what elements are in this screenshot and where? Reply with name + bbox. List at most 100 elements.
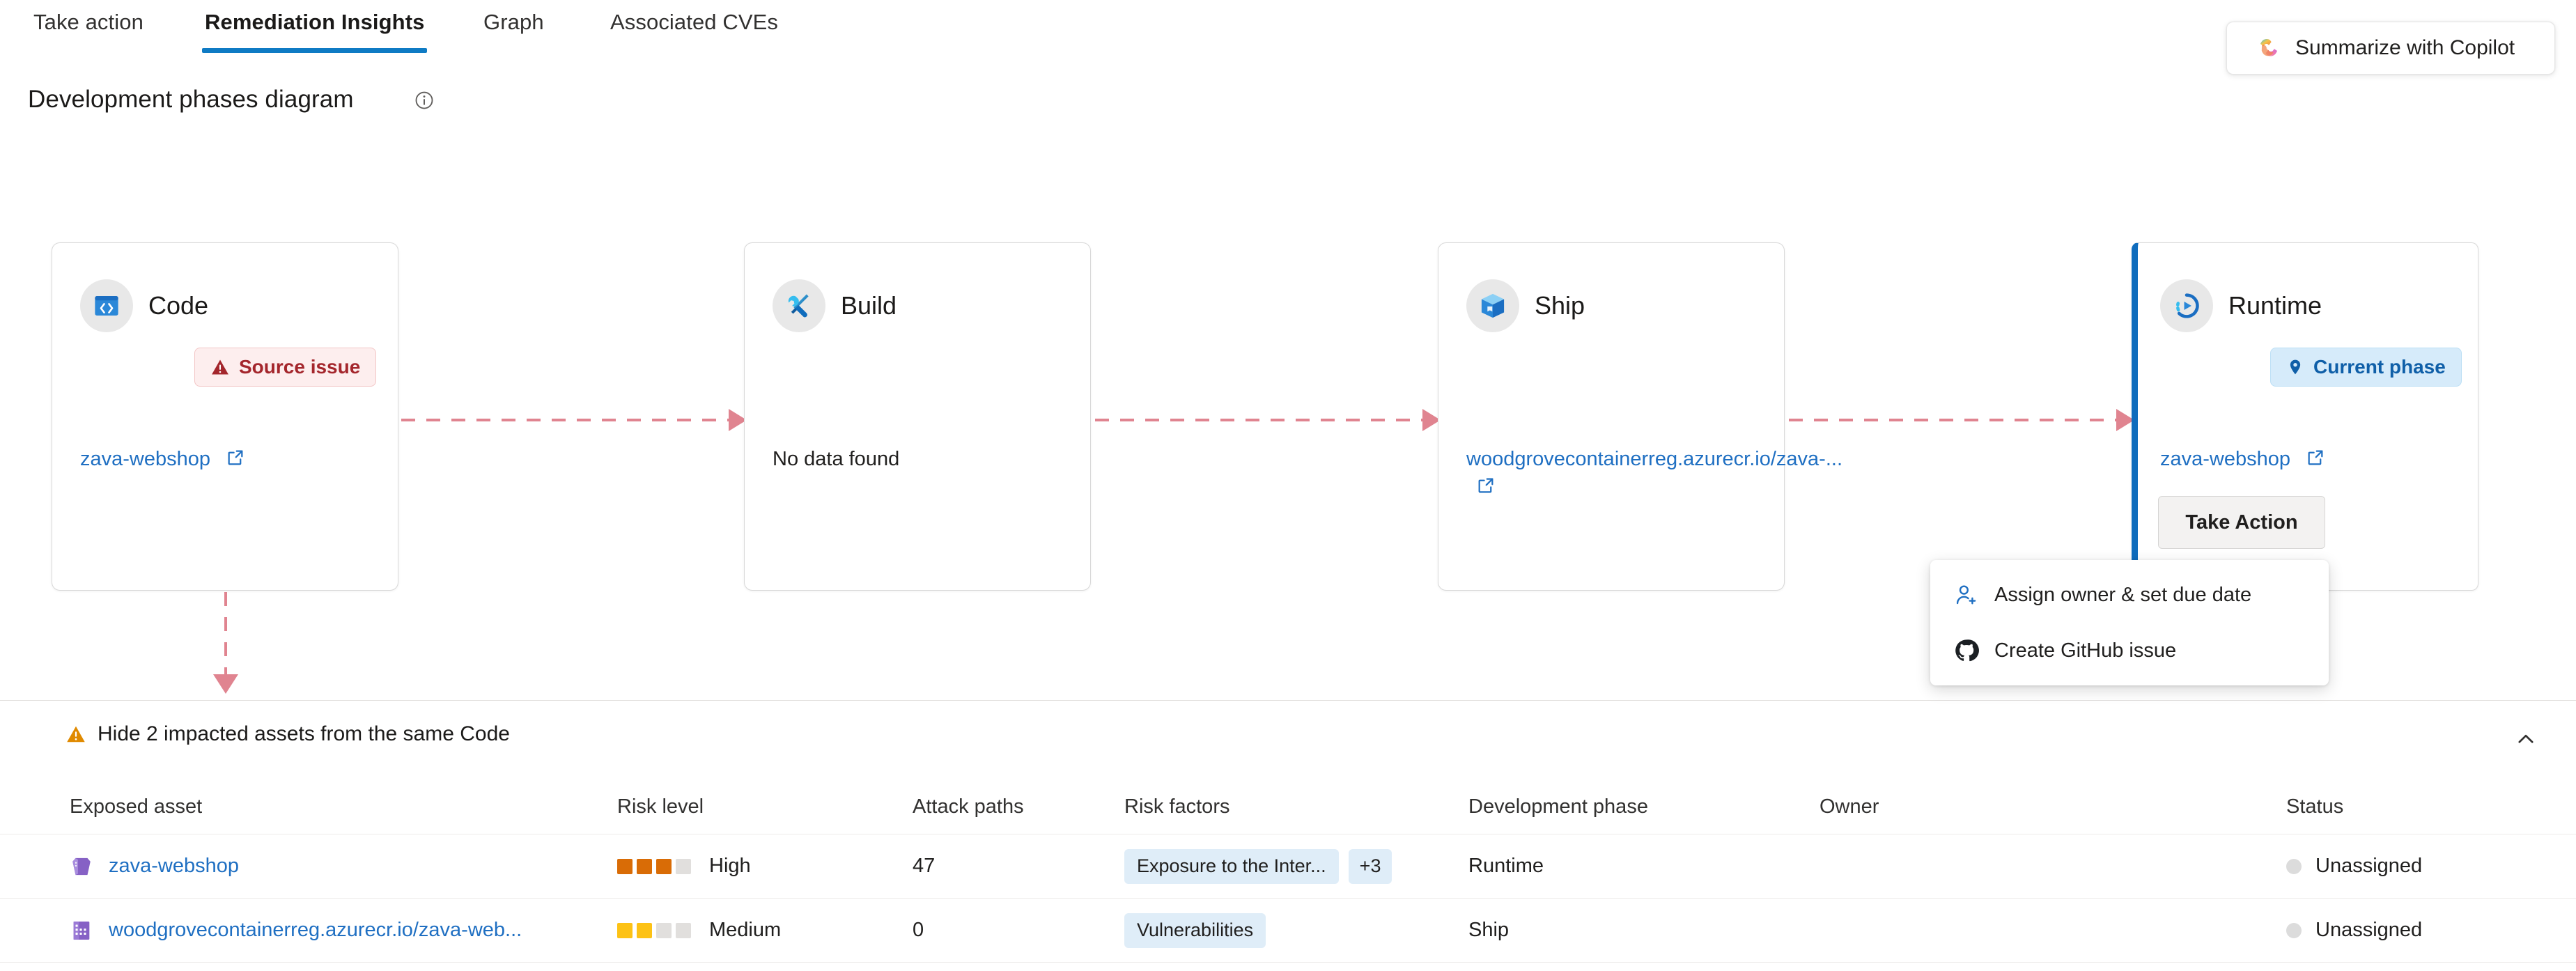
resource-name: woodgrovecontainerreg.azurecr.io/zava-..… [1466, 448, 1843, 470]
cell-owner [1820, 899, 2147, 962]
info-icon[interactable] [414, 90, 435, 114]
connector-arrow-icon [729, 409, 747, 431]
badge-label: Current phase [2313, 356, 2446, 378]
phase-resource-link-code[interactable]: zava-webshop [80, 445, 373, 475]
tools-icon [773, 279, 825, 332]
phase-resource-link-ship[interactable]: woodgrovecontainerreg.azurecr.io/zava-..… [1466, 445, 1842, 503]
resource-name: zava-webshop [80, 448, 210, 470]
connector-code-to-assets [224, 592, 227, 683]
container-registry-icon [70, 919, 93, 942]
development-phases-diagram: Code Source issue zava-webshop [0, 237, 2576, 606]
column-header-exposed-asset[interactable]: Exposed asset [70, 795, 203, 818]
tab-label: Take action [33, 10, 143, 34]
take-action-button[interactable]: Take Action [2158, 496, 2325, 549]
table-header-row: Exposed asset Risk level Attack paths Ri… [0, 780, 2576, 834]
phase-name: Code [148, 291, 209, 320]
cell-owner [1820, 834, 2147, 898]
column-header-risk-factors[interactable]: Risk factors [1124, 795, 1230, 818]
warning-triangle-icon [65, 724, 86, 745]
tab-graph[interactable]: Graph [481, 10, 547, 57]
page-title: Development phases diagram [28, 86, 354, 113]
connector-arrow-icon [1422, 409, 1441, 431]
risk-factor-chip[interactable]: Exposure to the Inter... [1124, 848, 1339, 884]
section-divider [0, 700, 2576, 701]
risk-level-bars [617, 922, 691, 938]
status-dot-icon [2286, 858, 2302, 874]
status-label: Unassigned [2315, 855, 2423, 877]
cell-risk-level: Medium [617, 899, 910, 962]
menu-item-create-github-issue[interactable]: Create GitHub issue [1930, 623, 2329, 678]
phase-header: Code [80, 279, 208, 332]
phase-name: Build [841, 291, 897, 320]
status-dot-icon [2286, 922, 2302, 938]
column-header-risk-level[interactable]: Risk level [617, 795, 704, 818]
copilot-button-label: Summarize with Copilot [2295, 36, 2515, 59]
external-link-icon [2306, 447, 2325, 475]
cell-status: Unassigned [2286, 899, 2551, 962]
column-header-attack-paths[interactable]: Attack paths [913, 795, 1024, 818]
risk-level-bars [617, 858, 691, 874]
summarize-with-copilot-button[interactable]: Summarize with Copilot [2226, 22, 2555, 75]
github-icon [1954, 638, 1979, 663]
cell-development-phase: Runtime [1468, 855, 1544, 877]
exposed-assets-table: Exposed asset Risk level Attack paths Ri… [0, 780, 2576, 963]
column-header-development-phase[interactable]: Development phase [1468, 795, 1648, 818]
external-link-icon [1476, 475, 1496, 503]
toggle-impacted-assets[interactable]: Hide 2 impacted assets from the same Cod… [65, 722, 510, 746]
phase-card-build[interactable]: Build No data found [744, 242, 1091, 591]
code-window-icon [80, 279, 133, 332]
location-pin-icon [2286, 358, 2304, 376]
menu-item-label: Create GitHub issue [1994, 639, 2177, 662]
warning-triangle-icon [210, 357, 230, 377]
phase-name: Runtime [2228, 291, 2322, 320]
column-header-owner[interactable]: Owner [1820, 795, 1879, 818]
take-action-dropdown-menu: Assign owner & set due date Create GitHu… [1930, 560, 2329, 685]
risk-factor-chip[interactable]: Vulnerabilities [1124, 912, 1266, 948]
connector-code-to-build [401, 419, 738, 421]
connector-build-to-ship [1095, 419, 1432, 421]
status-badge-current-phase: Current phase [2270, 348, 2462, 387]
tab-take-action[interactable]: Take action [31, 10, 146, 57]
asset-link[interactable]: zava-webshop [109, 855, 239, 877]
cell-development-phase: Ship [1468, 919, 1510, 941]
app-service-icon [70, 855, 93, 878]
empty-state-label: No data found [773, 448, 900, 470]
status-label: Unassigned [2315, 919, 2423, 941]
cell-attack-paths: 0 [913, 919, 924, 941]
asset-link[interactable]: woodgrovecontainerreg.azurecr.io/zava-we… [109, 919, 522, 941]
menu-item-assign-owner[interactable]: Assign owner & set due date [1930, 567, 2329, 623]
chevron-up-icon[interactable] [2508, 721, 2544, 757]
copilot-icon [2256, 36, 2281, 61]
tab-label: Graph [483, 10, 544, 34]
cell-exposed-asset: woodgrovecontainerreg.azurecr.io/zava-we… [70, 899, 613, 962]
column-header-status[interactable]: Status [2286, 795, 2344, 818]
resource-name: zava-webshop [2160, 448, 2290, 470]
cell-exposed-asset: zava-webshop [70, 834, 613, 898]
tab-remediation-insights[interactable]: Remediation Insights [202, 10, 428, 57]
cell-status: Unassigned [2286, 834, 2551, 898]
table-row[interactable]: zava-webshop High 47 Exposure to the Int… [0, 834, 2576, 899]
menu-item-label: Assign owner & set due date [1994, 583, 2252, 606]
badge-label: Source issue [239, 356, 361, 378]
risk-level-label: High [709, 855, 751, 877]
tab-label: Remediation Insights [205, 10, 425, 34]
phase-card-ship[interactable]: Ship woodgrovecontainerreg.azurecr.io/za… [1438, 242, 1842, 591]
connector-arrow-icon [2116, 409, 2134, 431]
connector-arrow-down-icon [213, 674, 238, 694]
impacted-assets-label: Hide 2 impacted assets from the same Cod… [98, 722, 510, 745]
tab-associated-cves[interactable]: Associated CVEs [607, 10, 781, 57]
table-row[interactable]: woodgrovecontainerreg.azurecr.io/zava-we… [0, 899, 2576, 963]
package-box-icon [1466, 279, 1519, 332]
risk-factor-more-chip[interactable]: +3 [1348, 848, 1392, 884]
tab-label: Associated CVEs [610, 10, 778, 34]
phase-card-runtime[interactable]: Runtime Current phase zava-webshop [2132, 242, 2478, 591]
phase-card-code[interactable]: Code Source issue zava-webshop [52, 242, 398, 591]
tab-active-underline [202, 48, 428, 53]
person-add-icon [1954, 582, 1979, 607]
risk-level-label: Medium [709, 919, 782, 941]
phase-resource-link-runtime[interactable]: zava-webshop [2160, 445, 2453, 475]
connector-ship-to-runtime [1789, 419, 2126, 421]
phase-header: Ship [1466, 279, 1585, 332]
cell-risk-factors: Exposure to the Inter... +3 [1124, 834, 1466, 898]
cell-attack-paths: 47 [913, 855, 936, 877]
